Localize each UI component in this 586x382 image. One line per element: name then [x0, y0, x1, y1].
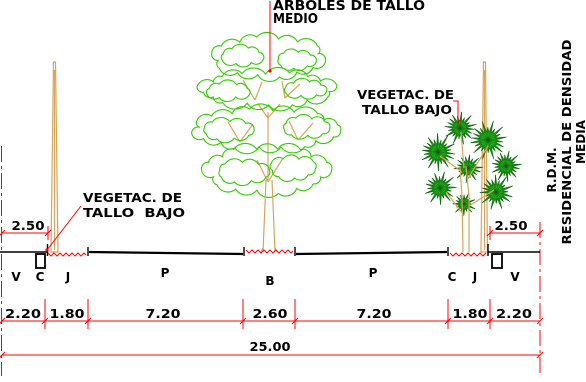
canopy-cloud [205, 79, 251, 103]
label-curb-left: C [36, 270, 45, 284]
label-roadway-right: P [369, 266, 378, 280]
frond-ribs [491, 150, 522, 182]
curb-right [491, 253, 503, 269]
frond-ribs [470, 120, 507, 160]
width-planter-right: 1.80 [453, 307, 488, 321]
width-tick [0, 317, 6, 324]
trees-callout-line2: MEDIO [273, 12, 318, 27]
trees-callout: ARBOLES DE TALLO MEDIO [268, 0, 425, 73]
roadway-left [88, 250, 244, 256]
palm-right [480, 61, 489, 253]
total-width-value: 25.00 [250, 340, 291, 354]
width-tick [41, 317, 49, 325]
planting-strip-hatch-left [47, 252, 87, 257]
width-roadway-right: 7.20 [357, 307, 392, 321]
zoning-line1: RESIDENCIAL DE DENSIDAD [560, 39, 574, 244]
width-tick [291, 317, 299, 325]
width-dimensions: 2.20 1.80 7.20 2.60 7.20 1.80 2.20 [0, 299, 544, 329]
shrub-foliage [421, 111, 522, 216]
setback-right-tick-b [536, 229, 544, 237]
low-vegetation-callout-right: VEGETAC. DE TALLO BAJO [357, 88, 459, 126]
width-tick [444, 317, 452, 325]
label-verge-right: V [510, 270, 520, 284]
setback-left-tick-b [44, 229, 52, 237]
setback-left-tick-a [0, 229, 6, 236]
low-vegetation-left-line1: VEGETAC. DE [83, 191, 182, 205]
curb-left [35, 253, 46, 269]
zoning-code: R.D.M. [545, 148, 559, 193]
medium-stem-tree [191, 31, 342, 253]
label-planter-right: J [472, 270, 477, 284]
frond-ribs [421, 133, 456, 172]
tree-canopy [191, 31, 342, 198]
label-curb-right: C [448, 270, 457, 284]
low-vegetation-right-leader [453, 100, 459, 126]
low-stem-shrub [421, 111, 522, 253]
canopy-cloud [200, 142, 333, 198]
planting-strip-hatch-right [449, 252, 487, 257]
low-vegetation-callout-left: VEGETAC. DE TALLO BAJO [45, 191, 185, 252]
width-median: 2.60 [253, 307, 288, 321]
canopy-cloud [277, 48, 317, 72]
width-tick [239, 317, 247, 325]
low-vegetation-left-leader [46, 205, 82, 251]
setback-left-value: 2.50 [12, 219, 45, 233]
setback-dimension-left: 2.50 [0, 219, 52, 240]
width-tick [536, 317, 544, 325]
palm-left [50, 61, 59, 253]
canopy-cloud [269, 154, 317, 182]
label-verge-left: V [11, 270, 21, 284]
canopy-cloud [211, 31, 327, 83]
median-hatch [245, 249, 294, 254]
zoning-label: R.D.M. RESIDENCIAL DE DENSIDAD MEDIA [545, 39, 586, 244]
label-roadway-left: P [161, 266, 170, 280]
setback-right-tick-a [486, 229, 494, 237]
width-tick [486, 317, 494, 325]
frond-ribs [479, 174, 513, 210]
label-planter-left: J [65, 270, 70, 284]
width-planter-left: 1.80 [50, 307, 85, 321]
section-labels: V C J P B P C J V [11, 266, 520, 288]
canopy-cloud [191, 103, 342, 155]
ground-profile [0, 244, 540, 269]
setback-dimension-right: 2.50 [486, 219, 544, 240]
frond-ribs [425, 171, 457, 205]
low-vegetation-right-line1: VEGETAC. DE [357, 88, 454, 102]
roadway-right [295, 250, 448, 256]
width-roadway-left: 7.20 [146, 307, 181, 321]
canopy-cloud [283, 113, 331, 140]
width-verge-right: 2.20 [496, 307, 532, 321]
shrub-trunk [439, 131, 495, 253]
total-tick-left [0, 351, 6, 358]
total-dimension: 25.00 [0, 340, 544, 359]
width-verge-left: 2.20 [5, 307, 41, 321]
trees-leader-dot [268, 69, 272, 73]
setback-right-value: 2.50 [495, 219, 528, 233]
canopy-cloud [283, 77, 328, 100]
label-median: B [265, 274, 274, 288]
canopy-cloud [220, 43, 265, 68]
palm-left-trunk [50, 61, 59, 253]
canopy-cloud [218, 158, 271, 187]
low-vegetation-left-line2: TALLO BAJO [83, 206, 185, 220]
tree-trunk [260, 179, 278, 253]
total-tick-right [536, 351, 544, 359]
canopy-cloud [203, 116, 255, 144]
low-vegetation-right-line2: TALLO BAJO [362, 103, 452, 117]
low-vegetation-left-leader-dot [45, 248, 49, 252]
trees-callout-line1: ARBOLES DE TALLO [273, 0, 425, 14]
zoning-line2: MEDIA [574, 119, 586, 164]
width-tick [84, 317, 92, 325]
canopy-cloud [196, 66, 338, 112]
